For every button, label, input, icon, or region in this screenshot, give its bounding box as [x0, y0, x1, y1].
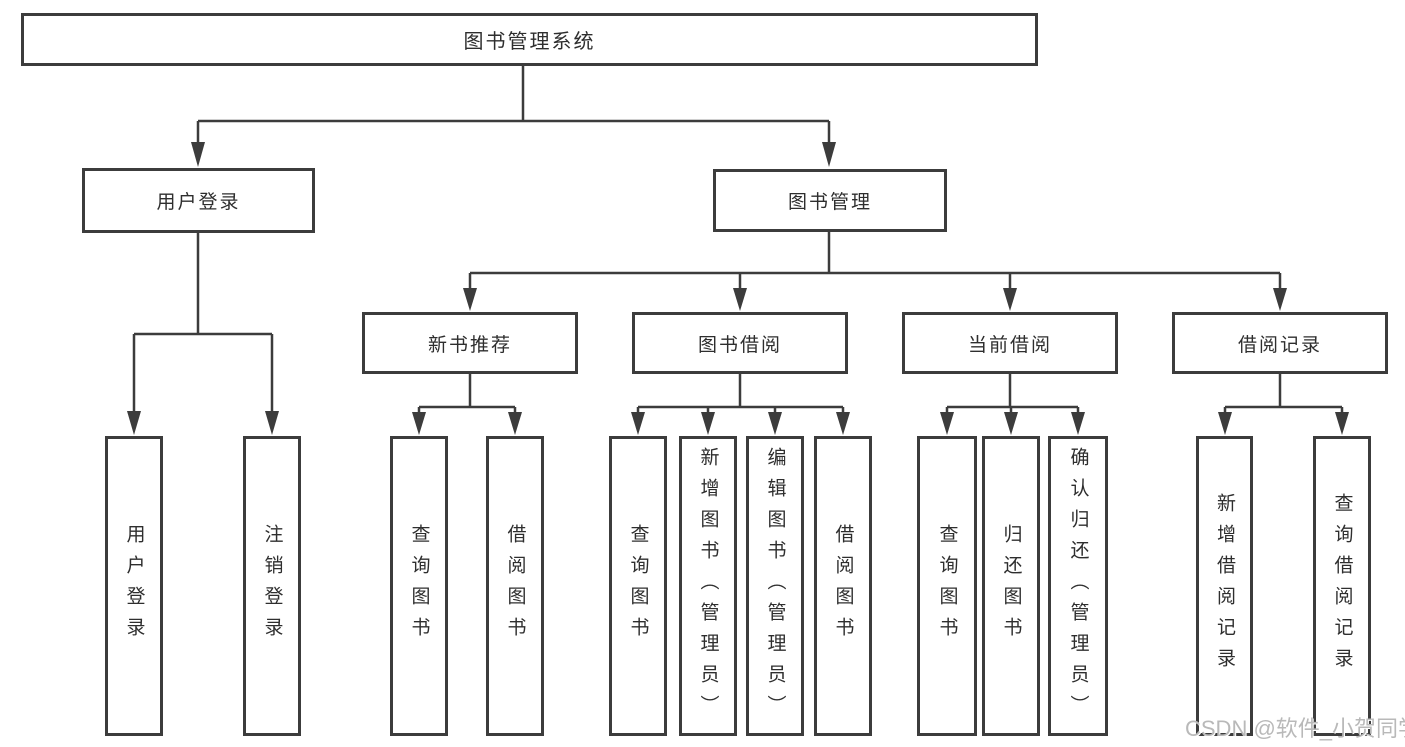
leaf-user-login-label: 用户登录 [123, 524, 145, 648]
leaf-edit-book-admin: 编辑图书（管理员） [746, 436, 804, 736]
arrowhead [463, 288, 477, 311]
leaf-borrow-query-book-label: 查询图书 [627, 524, 649, 648]
leaf-recommend-borrow-book-label: 借阅图书 [504, 524, 526, 648]
leaf-add-book-admin: 新增图书（管理员） [679, 436, 737, 736]
leaf-return-book: 归还图书 [982, 436, 1040, 736]
leaf-recommend-query-book-label: 查询图书 [408, 524, 430, 648]
leaf-add-borrow-record-label: 新增借阅记录 [1214, 493, 1235, 679]
node-user-login: 用户登录 [82, 168, 315, 233]
node-borrow-records-label: 借阅记录 [1237, 334, 1322, 356]
arrowhead [822, 142, 836, 167]
arrowhead [127, 411, 141, 435]
node-new-book-recommend: 新书推荐 [362, 312, 578, 374]
arrowhead [1003, 288, 1017, 311]
arrowhead [1218, 412, 1232, 435]
node-current-borrow: 当前借阅 [902, 312, 1118, 374]
node-borrow-records: 借阅记录 [1172, 312, 1388, 374]
leaf-recommend-query-book: 查询图书 [390, 436, 448, 736]
node-new-book-recommend-label: 新书推荐 [427, 334, 512, 356]
leaf-add-borrow-record: 新增借阅记录 [1196, 436, 1253, 736]
leaf-user-login: 用户登录 [105, 436, 163, 736]
leaf-current-query-book-label: 查询图书 [936, 524, 958, 648]
node-book-management: 图书管理 [713, 169, 947, 232]
arrowhead [733, 288, 747, 311]
arrowhead [412, 412, 426, 435]
leaf-query-borrow-record-label: 查询借阅记录 [1331, 493, 1353, 679]
csdn-watermark: CSDN @软件_小贺同学 [1185, 716, 1405, 741]
leaf-confirm-return-admin-label: 确认归还（管理员） [1067, 446, 1089, 726]
arrowhead [265, 411, 279, 435]
arrowhead [1071, 412, 1085, 435]
arrowhead [768, 412, 782, 435]
node-root: 图书管理系统 [21, 13, 1038, 66]
arrowhead [191, 142, 205, 167]
leaf-query-borrow-record: 查询借阅记录 [1313, 436, 1371, 736]
leaf-borrow-book: 借阅图书 [814, 436, 872, 736]
arrowhead [508, 412, 522, 435]
node-book-borrow-label: 图书借阅 [697, 334, 782, 356]
leaf-edit-book-admin-label: 编辑图书（管理员） [764, 446, 786, 726]
arrowhead [836, 412, 850, 435]
leaf-add-book-admin-label: 新增图书（管理员） [697, 446, 719, 726]
node-book-management-label: 图书管理 [787, 192, 872, 213]
leaf-return-book-label: 归还图书 [1000, 524, 1022, 648]
node-current-borrow-label: 当前借阅 [967, 334, 1052, 356]
arrowhead [1273, 288, 1287, 311]
node-root-label: 图书管理系统 [463, 31, 596, 53]
leaf-recommend-borrow-book: 借阅图书 [486, 436, 544, 736]
arrowhead [631, 412, 645, 435]
leaf-current-query-book: 查询图书 [917, 436, 977, 736]
arrowhead [940, 412, 954, 435]
arrowhead [701, 412, 715, 435]
leaf-borrow-query-book: 查询图书 [609, 436, 667, 736]
leaf-confirm-return-admin: 确认归还（管理员） [1048, 436, 1108, 736]
node-book-borrow: 图书借阅 [632, 312, 848, 374]
node-user-login-label: 用户登录 [156, 192, 241, 213]
arrowhead [1004, 412, 1018, 435]
leaf-logout: 注销登录 [243, 436, 301, 736]
leaf-borrow-book-label: 借阅图书 [832, 524, 854, 648]
leaf-logout-label: 注销登录 [261, 524, 283, 648]
arrowhead [1335, 412, 1349, 435]
